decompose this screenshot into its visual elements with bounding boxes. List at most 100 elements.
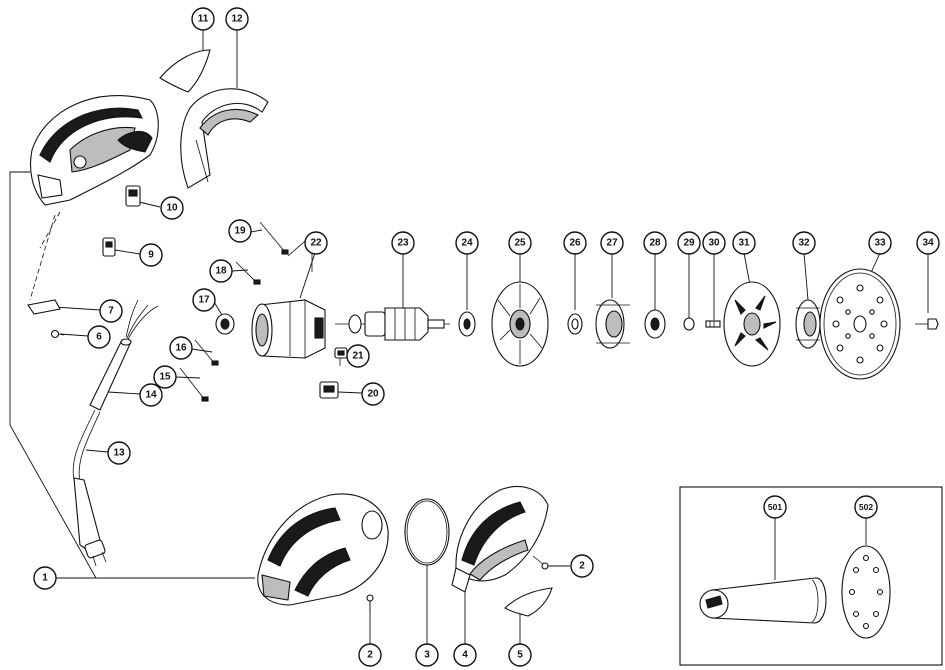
svg-text:10: 10 — [166, 203, 178, 214]
switch-part-10 — [125, 185, 141, 207]
svg-text:501: 501 — [768, 502, 782, 512]
callout-31: 31 — [732, 231, 756, 255]
callout-33: 33 — [868, 231, 892, 255]
label-part-5 — [504, 587, 553, 617]
callout-14: 14 — [139, 383, 163, 407]
svg-text:28: 28 — [649, 238, 661, 249]
rear-cover-part-12 — [180, 88, 269, 189]
screw-part-30 — [705, 320, 721, 328]
svg-text:21: 21 — [352, 351, 364, 362]
callout-24: 24 — [455, 231, 479, 255]
callout-7: 7 — [99, 299, 123, 323]
callout-25: 25 — [508, 231, 532, 255]
callout-27: 27 — [600, 231, 624, 255]
housing-half-part-1-bottom — [257, 493, 389, 606]
callout-3: 3 — [415, 643, 439, 667]
power-cord-part-13 — [72, 409, 107, 567]
callout-9: 9 — [139, 243, 163, 267]
brush-holder-part-20 — [319, 381, 339, 399]
callout-501: 501 — [763, 495, 787, 519]
callout-15: 15 — [153, 365, 177, 389]
svg-text:4: 4 — [462, 650, 468, 661]
svg-text:12: 12 — [231, 14, 243, 25]
svg-text:502: 502 — [859, 502, 873, 512]
svg-text:25: 25 — [514, 238, 526, 249]
screw-part-2-b — [532, 555, 549, 570]
disc-part-31 — [723, 281, 781, 367]
callout-13: 13 — [107, 441, 131, 465]
callout-10: 10 — [160, 196, 184, 220]
stator-part-22 — [251, 299, 326, 359]
svg-text:3: 3 — [424, 650, 430, 661]
callout-17: 17 — [192, 288, 216, 312]
eccentric-part-27 — [595, 299, 630, 349]
washer-part-26 — [567, 313, 583, 335]
svg-text:1: 1 — [42, 573, 48, 584]
callout-32: 32 — [792, 231, 816, 255]
svg-text:17: 17 — [198, 295, 210, 306]
cord-clamp-part-7 — [27, 299, 61, 315]
callout-5: 5 — [508, 643, 532, 667]
callout-2-a: 2 — [358, 643, 382, 667]
callout-bubbles: 1 2 2 3 4 5 6 7 9 10 11 12 13 14 15 16 1… — [33, 7, 940, 667]
o-ring-part-3 — [404, 498, 450, 566]
armature-part-23 — [335, 307, 450, 341]
sanding-pad-part-33 — [819, 268, 901, 380]
callout-16: 16 — [169, 336, 193, 360]
callout-12: 12 — [225, 7, 249, 31]
screw-part-34 — [915, 318, 939, 330]
svg-text:24: 24 — [461, 238, 473, 249]
svg-text:30: 30 — [708, 238, 720, 249]
hub-part-32 — [795, 299, 821, 349]
svg-text:16: 16 — [175, 343, 187, 354]
callout-26: 26 — [563, 231, 587, 255]
svg-text:23: 23 — [397, 238, 409, 249]
sanding-disc-part-502 — [841, 545, 891, 639]
svg-text:18: 18 — [215, 266, 227, 277]
svg-text:14: 14 — [145, 390, 157, 401]
svg-text:33: 33 — [874, 238, 886, 249]
battery-part-501 — [699, 577, 827, 624]
callout-23: 23 — [391, 231, 415, 255]
leader-lines — [9, 30, 929, 645]
svg-text:32: 32 — [798, 238, 810, 249]
callout-28: 28 — [643, 231, 667, 255]
screw-part-6 — [50, 329, 65, 339]
svg-text:2: 2 — [367, 650, 373, 661]
svg-text:13: 13 — [113, 448, 125, 459]
bearing-part-28 — [644, 309, 666, 339]
housing-half-part-1-top — [29, 95, 159, 206]
callout-502: 502 — [854, 495, 878, 519]
callout-30: 30 — [702, 231, 726, 255]
svg-text:29: 29 — [683, 238, 695, 249]
washer-part-29 — [683, 317, 695, 331]
callout-22: 22 — [304, 231, 328, 255]
callout-2-b: 2 — [570, 554, 594, 578]
svg-text:19: 19 — [234, 226, 246, 237]
callout-11: 11 — [191, 7, 215, 31]
bearing-part-17 — [215, 313, 235, 335]
callout-34: 34 — [916, 231, 940, 255]
svg-text:9: 9 — [148, 250, 154, 261]
callout-20: 20 — [361, 382, 385, 406]
screw-part-2-a — [366, 594, 374, 612]
callout-1: 1 — [33, 566, 57, 590]
cord-sleeve-part-14 — [89, 299, 159, 411]
svg-text:5: 5 — [517, 650, 523, 661]
svg-text:7: 7 — [108, 306, 114, 317]
callout-21: 21 — [346, 344, 370, 368]
svg-text:2: 2 — [579, 561, 585, 572]
callout-6: 6 — [87, 325, 111, 349]
bearing-part-24 — [458, 311, 476, 337]
callout-18: 18 — [209, 259, 233, 283]
svg-text:27: 27 — [606, 238, 618, 249]
clip-part-9 — [102, 237, 116, 257]
svg-text:6: 6 — [96, 332, 102, 343]
accessory-box — [679, 486, 943, 666]
brush-part-21 — [334, 347, 348, 366]
parts — [27, 49, 939, 617]
fan-part-25 — [491, 281, 549, 367]
svg-text:34: 34 — [922, 238, 934, 249]
